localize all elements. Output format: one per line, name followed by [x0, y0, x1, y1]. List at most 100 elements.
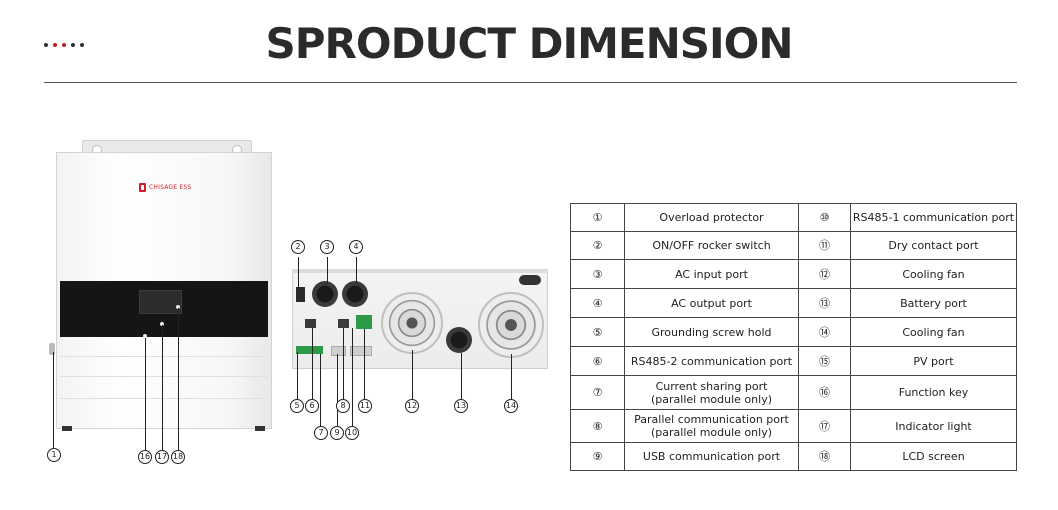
leader-line — [178, 308, 179, 450]
battery-port — [446, 327, 472, 353]
page-title: SPRODUCT DIMENSION — [265, 19, 794, 68]
dot — [44, 43, 48, 47]
legend-number: ⑨ — [570, 442, 625, 471]
legend-label: Current sharing port(parallel module onl… — [624, 375, 799, 410]
legend-number-text: ① — [592, 211, 603, 224]
leader-line — [511, 354, 512, 399]
legend-number: ⑫ — [798, 259, 851, 289]
legend-label: Overload protector — [624, 203, 799, 232]
brand-logo: CHISAGE ESS — [139, 183, 191, 192]
pv-port — [519, 275, 541, 285]
legend-label-text: Battery port — [900, 296, 967, 310]
legend-label-text: Indicator light — [895, 419, 972, 433]
legend-number: ⑭ — [798, 317, 851, 347]
leader-line — [145, 338, 146, 450]
ac-output-port — [342, 281, 368, 307]
legend-row: ⑦ Current sharing port(parallel module on… — [570, 375, 1017, 410]
leader-line — [312, 328, 313, 399]
dry-contact-port — [356, 315, 372, 329]
body-groove — [60, 356, 268, 357]
legend-number: ② — [570, 231, 625, 260]
legend-number: ⑤ — [570, 317, 625, 347]
legend-number: ⑰ — [798, 409, 851, 443]
legend-label: ON/OFF rocker switch — [624, 231, 799, 260]
callout-8: 8 — [336, 399, 350, 413]
legend-label: RS485-1 communication port — [850, 203, 1017, 232]
legend-number-text: ③ — [592, 267, 603, 281]
leader-line — [352, 328, 353, 426]
callout-1: 1 — [47, 448, 61, 462]
legend-number: ⑩ — [798, 203, 851, 232]
legend-label-text: AC input port — [675, 267, 748, 281]
leader-line — [343, 328, 344, 399]
cooling-fan-icon — [478, 292, 544, 358]
callout-10: 10 — [345, 426, 359, 440]
decorative-dots — [44, 43, 84, 47]
legend-number: ④ — [570, 288, 625, 318]
foot — [62, 426, 72, 431]
legend-label-text: Function key — [898, 386, 969, 399]
leader-line — [53, 352, 54, 448]
legend-label: Function key — [850, 375, 1017, 410]
legend-number-text: ⑱ — [819, 450, 830, 463]
legend-number-text: ⑬ — [819, 296, 830, 310]
leader-line — [412, 350, 413, 399]
legend-label-text: Overload protector — [659, 211, 764, 224]
leader-line — [298, 257, 299, 289]
legend-number-text: ⑤ — [592, 325, 603, 339]
legend-number-text: ⑫ — [819, 267, 830, 281]
legend-number-text: ④ — [592, 296, 603, 310]
callout-16: 16 — [138, 450, 152, 464]
callout-3: 3 — [320, 240, 334, 254]
leader-line — [337, 354, 338, 426]
title-divider — [44, 82, 1017, 83]
legend-label-text: ON/OFF rocker switch — [652, 239, 771, 252]
legend-label-text: Cooling fan — [902, 325, 965, 339]
rs485-1-port — [338, 319, 349, 328]
callout-17: 17 — [155, 450, 169, 464]
legend-number: ⑯ — [798, 375, 851, 410]
lcd-screen — [139, 290, 182, 314]
legend-label-sub: (parallel module only) — [651, 392, 772, 406]
legend-label-text: LCD screen — [902, 450, 965, 463]
dot — [71, 43, 75, 47]
legend-label: Indicator light — [850, 409, 1017, 443]
legend-number: ⑦ — [570, 375, 625, 410]
parallel-comm-port — [331, 346, 346, 356]
callout-4: 4 — [349, 240, 363, 254]
legend-label: Cooling fan — [850, 317, 1017, 347]
callout-2: 2 — [291, 240, 305, 254]
brand-logo-icon — [139, 183, 146, 192]
legend-label: Parallel communication port(parallel mod… — [624, 409, 799, 443]
callout-12: 12 — [405, 399, 419, 413]
legend-label: AC input port — [624, 259, 799, 289]
leader-line — [364, 329, 365, 399]
legend-label: Battery port — [850, 288, 1017, 318]
bottom-panel-edge — [292, 269, 546, 273]
body-groove — [60, 398, 268, 399]
legend-number-text: ⑨ — [592, 450, 603, 463]
function-key — [143, 334, 147, 338]
ac-input-port — [312, 281, 338, 307]
indicator-led — [176, 305, 180, 309]
legend-number-text: ⑪ — [819, 239, 830, 252]
legend-label: PV port — [850, 346, 1017, 376]
legend-number-text: ⑰ — [819, 419, 830, 433]
legend-number-text: ⑦ — [592, 386, 603, 399]
foot — [255, 426, 265, 431]
leader-line — [320, 354, 321, 426]
leader-line — [356, 257, 357, 284]
legend-label-text: RS485-2 communication port — [630, 354, 793, 368]
legend-number: ① — [570, 203, 625, 232]
legend-number: ⑪ — [798, 231, 851, 260]
legend-label-text: AC output port — [671, 296, 752, 310]
dot — [80, 43, 84, 47]
legend-label-text: Grounding screw hold — [651, 325, 772, 339]
brand-logo-text: CHISAGE ESS — [149, 184, 192, 191]
legend-number-text: ⑮ — [819, 354, 830, 368]
legend-label-text: RS485-1 communication port — [852, 211, 1015, 224]
